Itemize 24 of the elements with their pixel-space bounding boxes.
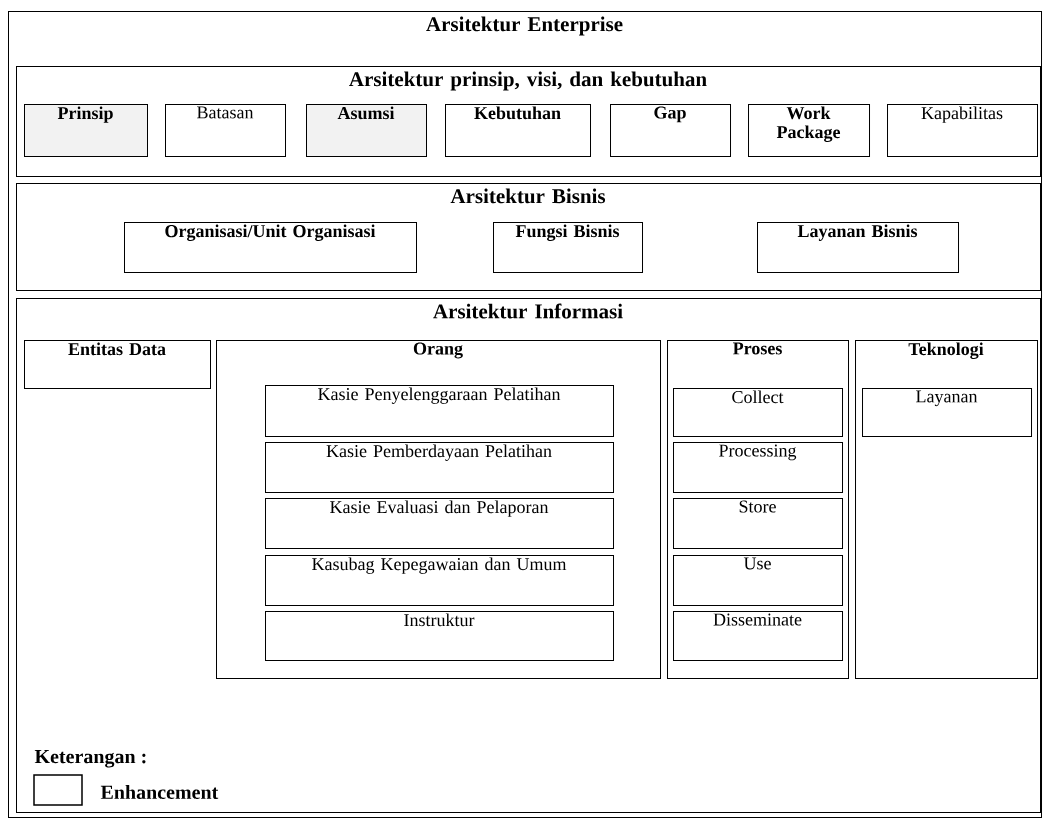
element-box: Use xyxy=(673,555,843,606)
element-box: Fungsi Bisnis xyxy=(493,222,643,273)
element-box: Processing xyxy=(673,442,843,493)
element-box: Kebutuhan xyxy=(445,104,591,157)
element-box: Prinsip xyxy=(24,104,148,157)
element-box: Gap xyxy=(610,104,731,157)
element-box: Collect xyxy=(673,388,843,437)
element-box: Layanan xyxy=(862,388,1032,437)
element-box: Kapabilitas xyxy=(887,104,1038,157)
element-box: Instruktur xyxy=(265,611,614,661)
legend-heading: Keterangan : xyxy=(34,750,146,768)
legend-text: Enhancement xyxy=(100,784,219,800)
element-box: Batasan xyxy=(165,104,286,157)
element-box: Kasie Pemberdayaan Pelatihan xyxy=(265,442,614,493)
element-box: Entitas Data xyxy=(24,340,211,389)
element-box: Kasubag Kepegawaian dan Umum xyxy=(265,555,614,606)
element-box: Asumsi xyxy=(306,104,427,157)
element-box: Work Package xyxy=(748,104,870,157)
element-box: Organisasi/Unit Organisasi xyxy=(124,222,417,273)
element-box: Kasie Evaluasi dan Pelaporan xyxy=(265,498,614,549)
element-box: Layanan Bisnis xyxy=(757,222,959,273)
element-box: Disseminate xyxy=(673,611,843,661)
element-box: Store xyxy=(673,498,843,549)
element-box: Kasie Penyelenggaraan Pelatihan xyxy=(265,385,614,437)
